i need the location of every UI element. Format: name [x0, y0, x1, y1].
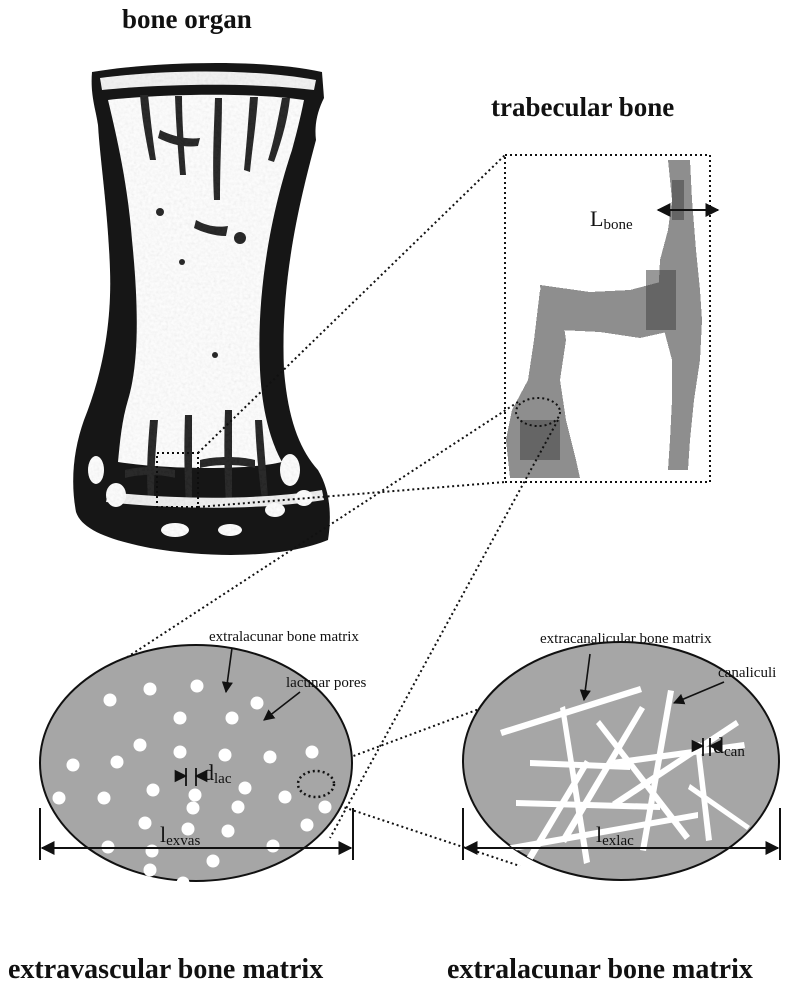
lacunar-pore — [144, 864, 157, 877]
d-lac-label: dlac — [203, 760, 231, 788]
lacunar-pore — [226, 712, 239, 725]
l-bone-label: Lbone — [590, 206, 633, 234]
extracanalicular-matrix-label: extracanalicular bone matrix — [540, 631, 712, 648]
lacunar-pore — [104, 694, 117, 707]
lacunar-pore — [279, 791, 292, 804]
trabecular-bone-title: trabecular bone — [491, 92, 674, 123]
extravascular-caption: extravascular bone matrix — [8, 954, 323, 986]
lacunar-pore — [239, 782, 252, 795]
lacunar-pore — [174, 712, 187, 725]
lacunar-pore — [301, 819, 314, 832]
lacunar-pore — [111, 756, 124, 769]
lacunar-pore — [174, 746, 187, 759]
lacunar-pore — [264, 751, 277, 764]
lacunar-pore — [146, 845, 159, 858]
lacunar-pore — [319, 801, 332, 814]
lacunar-pore — [232, 801, 245, 814]
lacunar-pore — [53, 792, 66, 805]
l-exvas-label: lexvas — [160, 822, 200, 850]
bone-organ-image — [73, 63, 330, 555]
lacunar-pores-label: lacunar pores — [286, 675, 366, 692]
lacunar-pore — [98, 792, 111, 805]
extralacunar-matrix-label: extralacunar bone matrix — [209, 629, 359, 646]
l-exlac-label: lexlac — [596, 822, 634, 850]
lacunar-pore — [189, 789, 202, 802]
lacunar-pore — [267, 840, 280, 853]
lacunar-pore — [139, 817, 152, 830]
lacunar-pore — [191, 680, 204, 693]
extralacunar-caption: extralacunar bone matrix — [447, 954, 753, 986]
lacunar-pore — [67, 759, 80, 772]
trabecular-bone-panel — [505, 155, 718, 482]
lacunar-pore — [134, 739, 147, 752]
lacunar-pore — [222, 825, 235, 838]
lacunar-pore — [177, 877, 190, 890]
canaliculi-label: canaliculi — [718, 665, 776, 682]
lacunar-pore — [187, 802, 200, 815]
lacunar-pore — [147, 784, 160, 797]
lacunar-pore — [251, 697, 264, 710]
d-can-label: dcan — [713, 733, 745, 761]
lacunar-pore — [144, 683, 157, 696]
lacunar-pore — [306, 746, 319, 759]
bone-organ-title: bone organ — [122, 4, 252, 35]
lacunar-pore — [207, 855, 220, 868]
